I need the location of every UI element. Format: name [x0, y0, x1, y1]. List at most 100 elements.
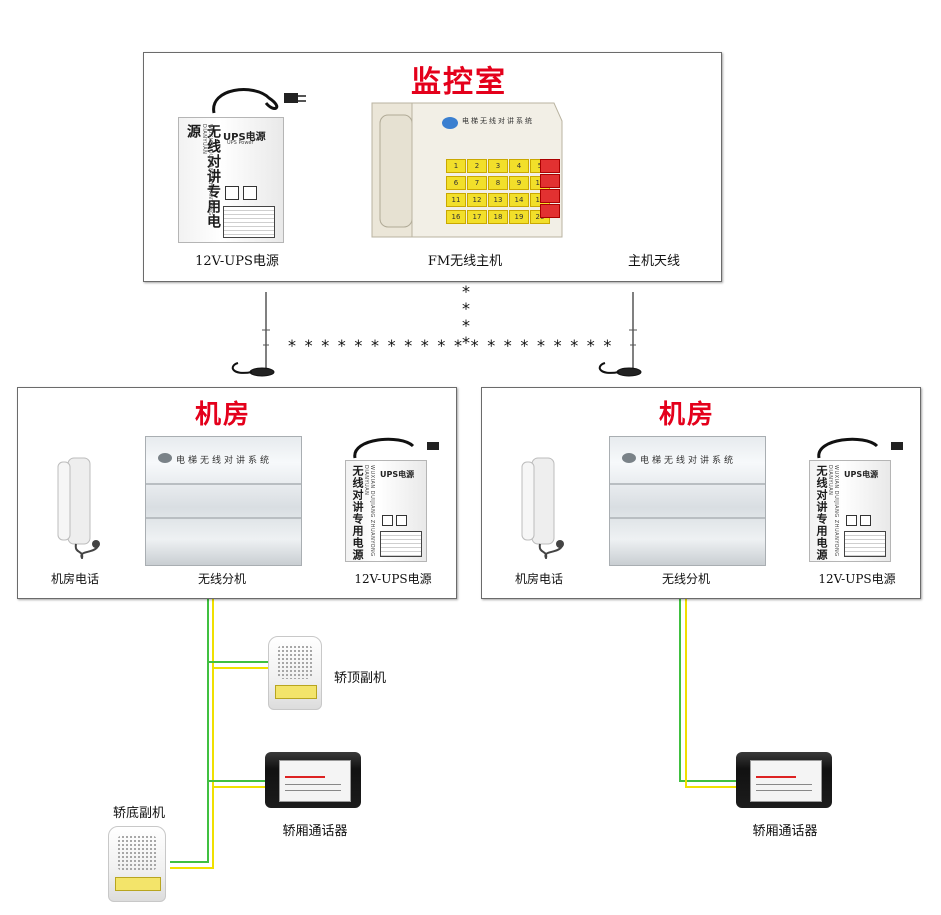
- branch-label: 无线分机: [661, 572, 710, 586]
- car-communicator: [736, 752, 832, 808]
- wireless-dot: *: [462, 299, 470, 318]
- car-communicator: [265, 752, 361, 808]
- keypad-key: 13: [488, 193, 508, 207]
- wireless-dot: *: [404, 336, 412, 355]
- wall-phone-icon: [54, 454, 104, 559]
- car-top-label: 轿顶副机: [334, 671, 387, 686]
- ups-power-box: 无线对讲专用电源 WUXIAN DUIJIANG ZHUANYONG DIANY…: [805, 434, 909, 564]
- wireless-dot: *: [388, 336, 396, 355]
- machine-room-right: 机房 机房电话 电梯无线对讲系统 无线分机 无线对讲专用电源 WUXIAN DU…: [481, 387, 921, 599]
- machine-room-title: 机房: [658, 400, 715, 430]
- wireless-dot: *: [354, 336, 362, 355]
- wireless-dot: *: [462, 282, 470, 301]
- ups-power-box: 无线对讲专用电源 WUXIAN DUIJIANG ZHUANYONG DIANY…: [341, 434, 445, 564]
- umbrella-icon: [243, 186, 257, 200]
- ups-label: 12V-UPS电源: [354, 572, 432, 586]
- ups-pinyin: WUXIAN DUIJIANG ZHUANYONG DIANYUAN: [827, 465, 839, 557]
- wireless-dot: *: [487, 336, 495, 355]
- spec-plate: [844, 531, 886, 557]
- keypad-key: 3: [488, 159, 508, 173]
- wireless-dot: *: [454, 336, 462, 355]
- antenna-icon: [231, 292, 275, 377]
- host-label: FM无线主机: [427, 254, 503, 269]
- keypad-key: 9: [509, 176, 529, 190]
- keypad-key: 12: [467, 193, 487, 207]
- wireless-link-row: ********************: [288, 336, 611, 355]
- wireless-dot: *: [462, 316, 470, 335]
- umbrella-icon: [396, 515, 407, 526]
- indicator-red: [540, 204, 560, 218]
- ups-brand-en: UPS Power: [227, 140, 254, 146]
- keypad-key: 7: [467, 176, 487, 190]
- keypad-key: 17: [467, 210, 487, 224]
- ups-vertical-text: 无线对讲专用电源: [351, 465, 364, 561]
- wireless-dot: *: [288, 336, 296, 355]
- branch-brand: 电梯无线对讲系统: [640, 456, 737, 466]
- keypad: 1234567891011121314151617181920: [446, 159, 550, 224]
- spec-plate: [223, 206, 275, 238]
- ups-power-box: 无线对讲专用电源 WUXIAN DUIJIANG ZHUANYONG DIANY…: [174, 83, 314, 243]
- right-trailing-cable: [679, 590, 738, 788]
- wireless-dot: *: [321, 336, 329, 355]
- ups-brand: UPS电源: [223, 132, 266, 143]
- wireless-dot: *: [462, 333, 470, 352]
- speaker-unit-car-bottom: [108, 826, 166, 902]
- branch-unit: 电梯无线对讲系统: [145, 436, 302, 566]
- indicator-red: [540, 189, 560, 203]
- keypad-key: 11: [446, 193, 466, 207]
- speaker-unit-car-top: [268, 636, 322, 710]
- control-room-title: 监控室: [411, 65, 507, 100]
- keypad-key: 8: [488, 176, 508, 190]
- phone-label: 机房电话: [514, 572, 563, 586]
- branch-brand: 电梯无线对讲系统: [176, 456, 273, 466]
- phone-label: 机房电话: [50, 572, 99, 586]
- handling-icon: [846, 515, 857, 526]
- handling-icon: [225, 186, 239, 200]
- wireless-dot: *: [603, 336, 611, 355]
- keypad-key: 1: [446, 159, 466, 173]
- wireless-dot: *: [471, 336, 479, 355]
- keypad-key: 6: [446, 176, 466, 190]
- indicator-red: [540, 159, 560, 173]
- ups-vertical-text: 无线对讲专用电源: [815, 465, 828, 561]
- left-trailing-cable: [170, 590, 268, 869]
- car-comm-right-label: 轿厢通话器: [752, 824, 818, 839]
- wireless-dot: *: [338, 336, 346, 355]
- car-bottom-label: 轿底副机: [112, 806, 165, 821]
- control-room-box: 监控室 无线对讲专用电源 WUXIAN DUIJIANG ZHUANYONG D…: [143, 52, 722, 282]
- machine-room-left: 机房 机房电话 电梯无线对讲系统 无线分机 无线对讲专用电源 WUXIAN DU…: [17, 387, 457, 599]
- wireless-dot: *: [421, 336, 429, 355]
- ups-brand: UPS电源: [380, 470, 415, 479]
- wireless-dot: *: [520, 336, 528, 355]
- wall-phone-icon: [518, 454, 568, 559]
- fm-host-unit: 电梯无线对讲系统 1234567891011121314151617181920: [362, 97, 568, 247]
- keypad-key: 4: [509, 159, 529, 173]
- umbrella-icon: [860, 515, 871, 526]
- host-brand: 电梯无线对讲系统: [462, 117, 534, 125]
- wireless-dot: *: [554, 336, 562, 355]
- ups-label: 12V-UPS电源: [818, 572, 896, 586]
- wireless-dot: *: [437, 336, 445, 355]
- spec-plate: [380, 531, 422, 557]
- wireless-dot: *: [570, 336, 578, 355]
- indicator-red: [540, 174, 560, 188]
- keypad-key: 2: [467, 159, 487, 173]
- ups-pinyin: WUXIAN DUIJIANG ZHUANYONG DIANYUAN: [201, 124, 213, 216]
- wireless-dot: *: [587, 336, 595, 355]
- wireless-dot: *: [305, 336, 313, 355]
- ups-label: 12V-UPS电源: [195, 254, 279, 269]
- brand-logo: [442, 117, 458, 129]
- ups-brand: UPS电源: [844, 470, 879, 479]
- handling-icon: [382, 515, 393, 526]
- keypad-key: 18: [488, 210, 508, 224]
- keypad-key: 19: [509, 210, 529, 224]
- branch-unit: 电梯无线对讲系统: [609, 436, 766, 566]
- antenna-label: 主机天线: [627, 254, 680, 269]
- branch-label: 无线分机: [197, 572, 246, 586]
- keypad-key: 14: [509, 193, 529, 207]
- wireless-dot: *: [371, 336, 379, 355]
- car-comm-left-label: 轿厢通话器: [282, 824, 348, 839]
- keypad-key: 16: [446, 210, 466, 224]
- antenna-icon: [598, 292, 642, 377]
- machine-room-title: 机房: [194, 400, 251, 430]
